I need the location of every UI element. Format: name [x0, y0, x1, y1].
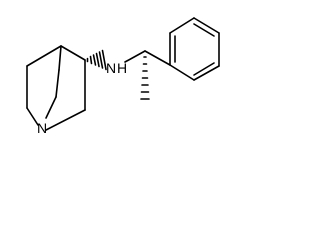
- bond-c6-n1: [26, 107, 39, 126]
- hash-line: [101, 49, 107, 71]
- hash-line: [92, 54, 97, 66]
- ring-double-bond-inner: [193, 23, 215, 37]
- ring-bond: [169, 64, 195, 81]
- hashed-stereo-bond-ch-methyl: [140, 56, 150, 100]
- phenyl-ring: [169, 17, 220, 81]
- ring-bond: [193, 65, 220, 81]
- bond-c2-n1: [45, 109, 86, 131]
- hash-line: [98, 51, 104, 69]
- ring-bond: [169, 17, 195, 34]
- hash-line: [95, 52, 100, 68]
- bond-c4-c3: [60, 45, 86, 61]
- bond-n-ch: [124, 50, 146, 63]
- amine-hydrogen-label: H: [117, 60, 127, 76]
- chemical-structure-diagram: N H N: [26, 17, 220, 136]
- bond-c4-c7: [58, 45, 62, 71]
- bond-c8-n1: [45, 96, 57, 119]
- bond-c4-c5: [26, 45, 62, 67]
- hashed-stereo-bond-c3-n: [86, 49, 107, 71]
- ring-double-bond-inner: [193, 62, 215, 76]
- quinuclidine-ring: [26, 45, 86, 131]
- bond-ch-phenyl: [144, 50, 171, 66]
- ring-bond: [193, 17, 220, 34]
- amine-nitrogen-label: N: [106, 60, 116, 76]
- bridgehead-nitrogen-label: N: [37, 120, 47, 136]
- hash-line: [89, 55, 93, 65]
- bond-c7-c8: [55, 69, 60, 98]
